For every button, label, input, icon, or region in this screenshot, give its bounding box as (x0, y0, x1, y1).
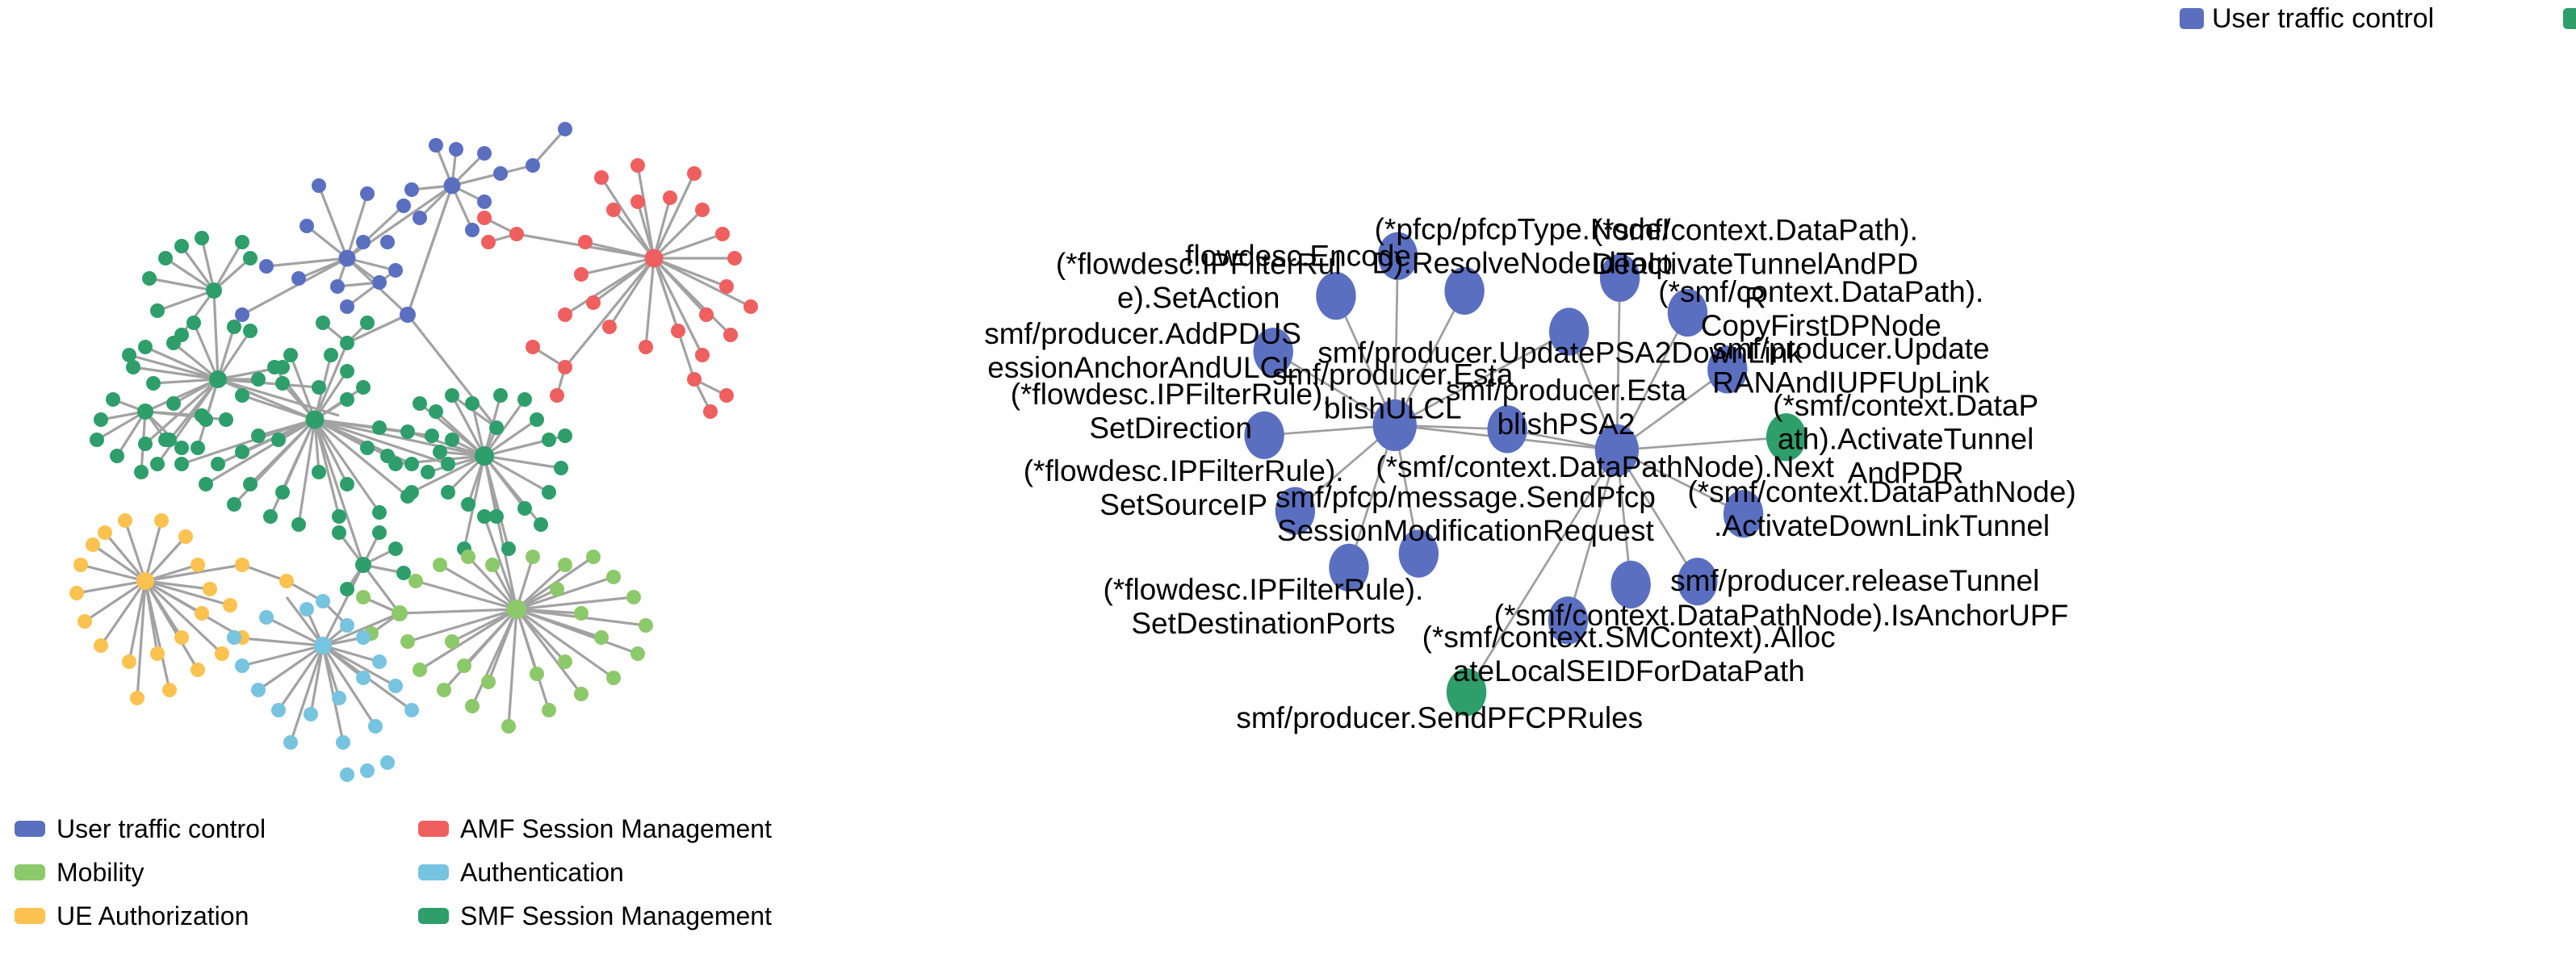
graph-node[interactable]: (*smf/context.DataPathNode).Next (1594, 424, 1640, 476)
detail-edge (1616, 436, 1786, 452)
overview-network-panel: User traffic control AMF Session Managem… (0, 0, 872, 970)
legend-item-user-traffic-control: User traffic control (2180, 5, 2434, 32)
detail-edge (1616, 449, 1745, 515)
legend-swatch (2180, 8, 2204, 29)
legend-item-ue-authorization: UE Authorization (15, 903, 418, 929)
detail-edge (1393, 256, 1399, 425)
community-ue-authorization-nodes (69, 513, 294, 705)
graph-node-label: smf/producer.SendPFCPRules (1236, 700, 1643, 734)
graph-node[interactable]: smf/producer.UpdatePSA2DownLink (1548, 307, 1590, 356)
graph-node[interactable]: (*smf/context.DataPath).ActivateTunnelAn… (1766, 413, 1807, 462)
detail-edge (1615, 278, 1621, 450)
community-amf-session-management-nodes (477, 158, 758, 419)
graph-node-label: (*smf/context.DataPath).DeactivateTunnel… (1592, 212, 1918, 314)
graph-node-label: (*flowdesc.IPFilterRule).SetDirection (1011, 377, 1331, 445)
legend-swatch (418, 821, 449, 837)
detail-edge (1615, 311, 1689, 451)
detail-subgraph-graph: flowdesc.Encode(*flowdesc.IPFilterRule).… (984, 211, 2075, 734)
graph-node-label: smf/producer.UpdatePSA2DownLink (1317, 335, 1803, 369)
graph-node-label: (*smf/context.DataPathNode).ActivateDown… (1687, 475, 2075, 542)
graph-node[interactable]: (*smf/context.DataPathNode).IsAnchorUPF (1611, 560, 1651, 608)
legend-swatch (418, 908, 449, 924)
legend-item-mobility: Mobility (15, 859, 418, 885)
community-authentication-nodes (227, 594, 419, 782)
legend-swatch (2563, 8, 2576, 29)
legend-item-amf-session-management: AMF Session Management (418, 816, 854, 842)
graph-node-label: smf/producer.releaseTunnel (1670, 563, 2039, 597)
legend-swatch (15, 821, 45, 837)
graph-node[interactable]: (*smf/context.DataPathNode).ActivateDown… (1723, 490, 1764, 538)
graph-node[interactable]: smf/producer.SendPFCPRules (1446, 668, 1487, 717)
detail-edge (1393, 290, 1466, 426)
legend-label: Authentication (460, 858, 624, 887)
detail-edge (1394, 330, 1570, 427)
graph-node-label: (*smf/context.DataPathNode).Next (1376, 449, 1834, 483)
legend-swatch (15, 908, 45, 924)
network-nodes (69, 122, 758, 782)
graph-node[interactable]: (*pfcp/pfcpType.NodeID).ResolveNodeIdToI… (1444, 266, 1485, 316)
legend-label: AMF Session Management (460, 814, 772, 843)
overview-network-graph (69, 122, 758, 782)
detail-subgraph-panel: User traffic control SMF Session Managem… (872, 0, 2576, 970)
legend-swatch (15, 864, 45, 880)
community-user-traffic-control-nodes (235, 122, 572, 323)
legend-item-smf-session-management: SMF Session Management (418, 903, 854, 929)
legend-label: UE Authorization (57, 901, 249, 930)
graph-node[interactable]: flowdesc.Encode (1377, 232, 1418, 280)
graph-node[interactable]: (*flowdesc.IPFilterRule).SetAction (1316, 271, 1356, 320)
overview-legend: User traffic control AMF Session Managem… (15, 807, 854, 938)
legend-swatch (418, 864, 449, 880)
detail-legend: User traffic control SMF Session Managem… (2180, 0, 2576, 37)
legend-item-smf-session-management: SMF Session Management (2563, 5, 2576, 32)
detail-edge (1567, 449, 1619, 621)
detail-edge (1272, 350, 1396, 427)
graph-node[interactable]: (*flowdesc.IPFilterRule).SetDestinationP… (1329, 543, 1369, 592)
graph-node-label: flowdesc.Encode (1185, 238, 1411, 272)
graph-node[interactable]: (*flowdesc.IPFilterRule).SetSourceIP (1275, 487, 1316, 535)
legend-item-authentication: Authentication (418, 859, 854, 885)
detail-edge (1615, 449, 1698, 583)
graph-node[interactable]: (*smf/context.DataPath).DeactivateTunnel… (1599, 253, 1640, 302)
detail-nodes: flowdesc.Encode (*flowdesc.IPFilterRule).… (1244, 232, 1807, 717)
graph-node[interactable]: (*smf/context.DataPath).CopyFirstDPNode (1667, 288, 1708, 337)
graph-node[interactable]: (*flowdesc.IPFilterRule).SetDirection (1244, 411, 1284, 459)
graph-node-label: (*smf/context.DataPath).CopyFirstDPNode (1658, 274, 1983, 342)
legend-label: User traffic control (57, 814, 266, 843)
graph-node-label: (*flowdesc.IPFilterRule).SetSourceIP (1024, 454, 1344, 521)
community-mobility-nodes (356, 550, 653, 734)
graph-node-label: (*smf/context.DataPathNode).IsAnchorUPF (1494, 598, 2069, 632)
legend-label: Mobility (57, 858, 145, 887)
graph-node[interactable]: (*smf/context.SMContext).AllocateLocalSE… (1548, 596, 1589, 645)
legend-label: SMF Session Management (460, 901, 772, 930)
community-smf-session-management-nodes (90, 231, 572, 596)
graph-node[interactable]: smf/producer.releaseTunnel (1678, 558, 1718, 606)
graph-node[interactable]: smf/pfcp/message.SendPfcpSessionModifica… (1398, 529, 1439, 578)
legend-label: User traffic control (2212, 3, 2435, 34)
graph-node-label: (*flowdesc.IPFilterRule).SetDestinationP… (1103, 572, 1423, 640)
legend-item-user-traffic-control: User traffic control (15, 816, 418, 842)
detail-edge (1465, 449, 1619, 693)
